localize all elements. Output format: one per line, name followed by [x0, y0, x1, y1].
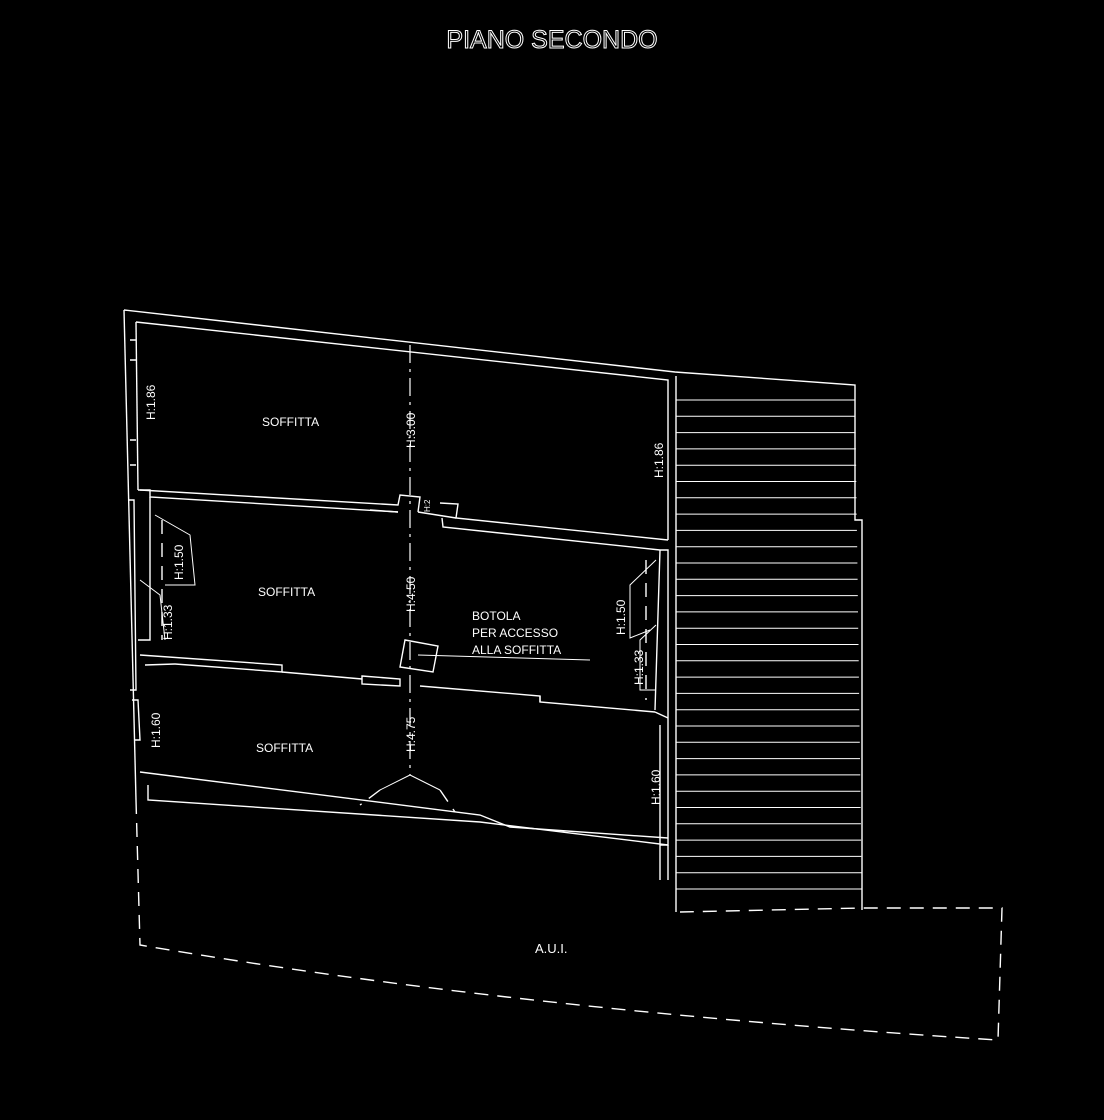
botola-line-1: BOTOLA [472, 609, 520, 623]
height-label: H:1.60 [149, 712, 163, 748]
height-label: H:1.60 [649, 769, 663, 805]
room-label: SOFFITTA [262, 415, 319, 429]
botola-line-3: ALLA SOFFITTA [472, 643, 561, 657]
height-label: H:1.86 [652, 442, 666, 478]
height-label: H:4.75 [404, 716, 418, 752]
height-label: H:1.50 [614, 599, 628, 635]
interior-walls [138, 489, 669, 880]
height-label: H:1.86 [144, 384, 158, 420]
height-label: H:3.00 [404, 412, 418, 448]
botola-hatch [399, 639, 591, 673]
botola-label: BOTOLA PER ACCESSO ALLA SOFFITTA [472, 609, 561, 657]
slope-marks [139, 514, 657, 700]
botola-line-2: PER ACCESSO [472, 626, 558, 640]
aui-area [135, 799, 1003, 1041]
height-label: H:1.33 [632, 649, 646, 685]
room-label: SOFFITTA [256, 741, 313, 755]
aui-label: A.U.I. [535, 941, 568, 956]
staircase [675, 376, 862, 912]
central-axis [359, 345, 456, 813]
room-labels: SOFFITTA SOFFITTA SOFFITTA [256, 415, 319, 755]
outer-walls [123, 309, 863, 910]
plan-title: PIANO SECONDO [446, 26, 658, 55]
height-label: H:1.50 [172, 544, 186, 580]
height-label: H:2 [423, 499, 432, 512]
height-label: H:4.50 [404, 576, 418, 612]
height-label: H:1.33 [161, 604, 175, 640]
height-labels: H:1.86 H:1.86 H:3.00 H:4.50 H:1.50 H:1.3… [144, 384, 666, 805]
room-label: SOFFITTA [258, 585, 315, 599]
